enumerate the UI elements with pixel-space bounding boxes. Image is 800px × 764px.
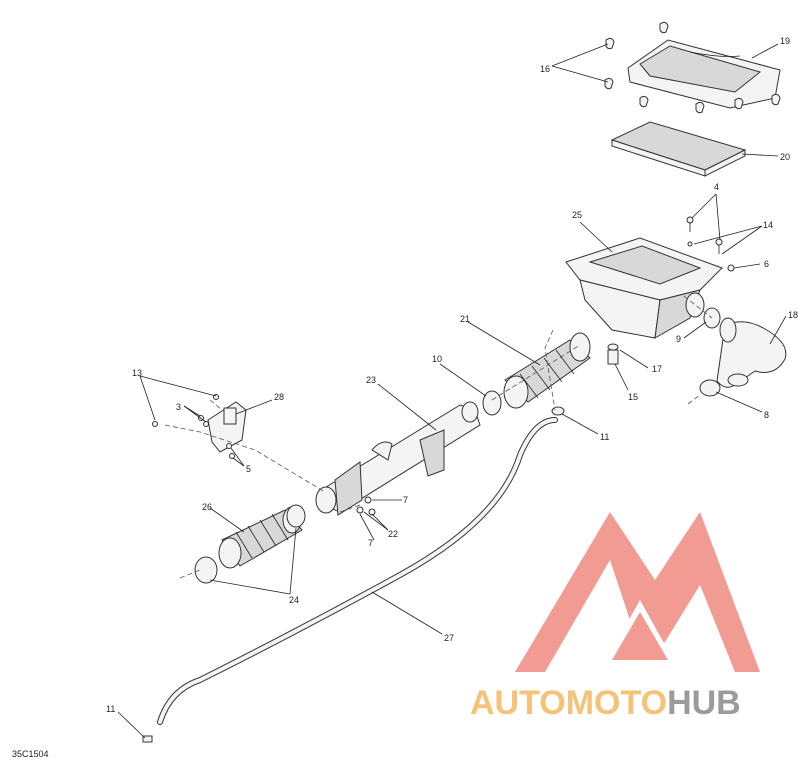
diagram-code: 35C1504 <box>12 749 49 759</box>
label-11-lower: 11 <box>106 704 115 714</box>
label-19: 19 <box>780 36 790 46</box>
label-16: 16 <box>540 64 550 74</box>
clamp-10 <box>482 390 502 416</box>
bracket-28 <box>207 401 247 453</box>
label-3: 3 <box>176 402 181 412</box>
air-filter <box>610 121 747 177</box>
label-5: 5 <box>246 464 251 474</box>
label-14: 14 <box>763 220 773 230</box>
clamp-24-pair <box>194 504 306 584</box>
label-11-upper: 11 <box>600 432 609 442</box>
leader-lines <box>117 43 787 739</box>
intake-tube-23 <box>315 401 481 516</box>
label-17: 17 <box>652 364 662 374</box>
fasteners-22-7 <box>356 496 376 516</box>
label-13: 13 <box>132 368 142 378</box>
airbox-cover <box>627 39 781 109</box>
label-15: 15 <box>628 392 638 402</box>
fitting-15 <box>607 343 619 365</box>
label-4: 4 <box>714 182 719 192</box>
drain-hose-27 <box>142 417 558 743</box>
label-22: 22 <box>388 529 398 539</box>
svg-text:AUTOMOTOHUB: AUTOMOTOHUB <box>470 684 741 722</box>
clamp-8 <box>699 379 721 397</box>
label-7-lower: 7 <box>368 538 373 548</box>
part-number-labels: 16 19 20 4 14 25 6 18 9 8 17 15 21 10 11… <box>106 36 798 714</box>
clip-16-group <box>604 21 781 114</box>
label-8: 8 <box>764 410 769 420</box>
label-26: 26 <box>202 502 212 512</box>
label-9: 9 <box>676 334 681 344</box>
label-10: 10 <box>432 354 442 364</box>
label-27: 27 <box>444 633 454 643</box>
watermark-brand-right: HUB <box>667 684 741 722</box>
label-21: 21 <box>460 314 470 324</box>
label-24: 24 <box>289 595 299 605</box>
label-7-upper: 7 <box>403 495 408 505</box>
airbox-base <box>565 237 723 339</box>
label-6: 6 <box>764 259 769 269</box>
label-18: 18 <box>788 310 798 320</box>
label-23: 23 <box>366 375 376 385</box>
label-28: 28 <box>274 392 284 402</box>
bellows-21 <box>503 332 591 409</box>
watermark-brand-left: AUTOMOTO <box>470 684 667 722</box>
label-25: 25 <box>572 210 582 220</box>
fasteners-3-5-13 <box>152 394 235 459</box>
assembly-lines <box>164 295 713 579</box>
automotohub-logo: AUTOMOTOHUB <box>470 512 760 722</box>
intake-hose <box>716 317 787 388</box>
label-20: 20 <box>780 152 790 162</box>
